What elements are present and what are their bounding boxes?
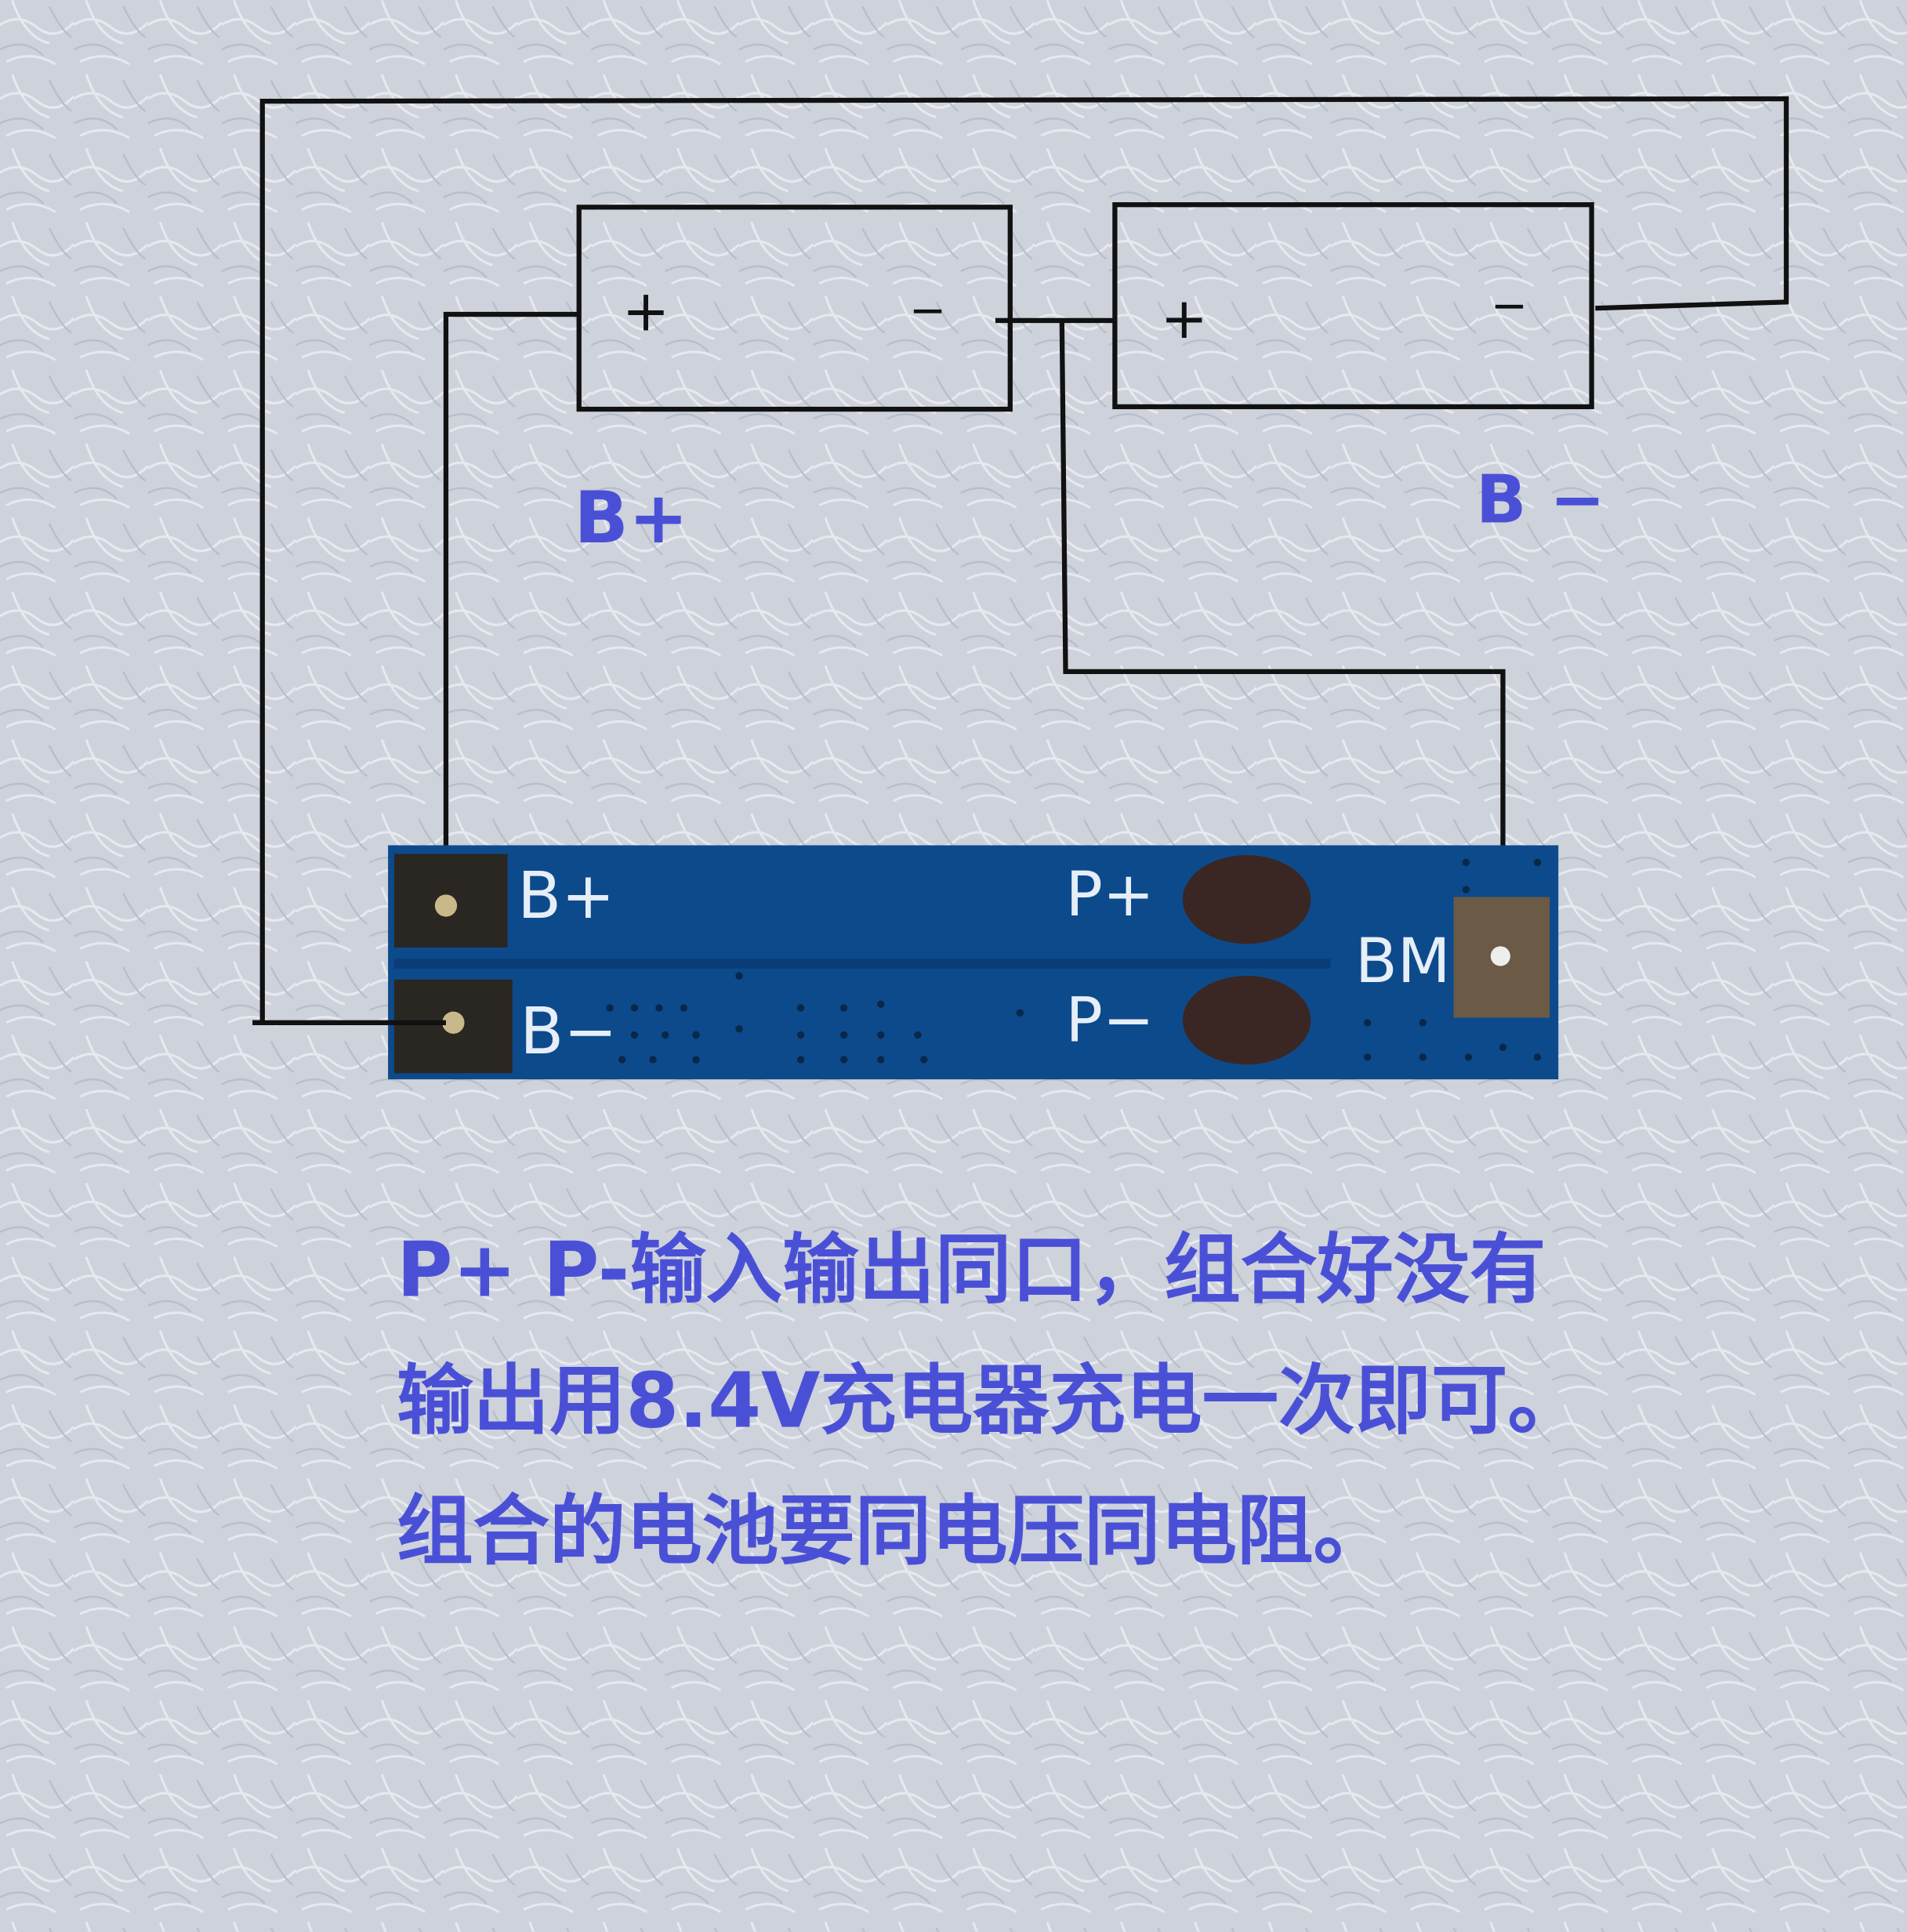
wire-b-plus (443, 311, 579, 878)
pad-p-plus (1182, 855, 1311, 944)
pcb-label-p-plus: P+ (1066, 858, 1155, 930)
pcb-label-bm: BM (1355, 925, 1451, 997)
battery-1-plus: + (622, 279, 670, 345)
battery-1-minus: − (909, 285, 946, 336)
pcb-label-p-minus: P− (1066, 984, 1155, 1056)
note-line-2: 输出用8.4V充电器充电一次即可。 (397, 1356, 1584, 1444)
bms-pcb: B+ B− P+ P− BM (388, 845, 1559, 1080)
label-b-plus: B+ (574, 477, 688, 560)
pcb-label-b-minus: B− (520, 995, 618, 1069)
battery-2 (1112, 202, 1594, 410)
note-line-3: 组合的电池要同电压同电阻。 (397, 1487, 1390, 1575)
battery-2-minus: − (1491, 280, 1528, 332)
pad-p-minus (1182, 976, 1311, 1065)
battery-1 (576, 205, 1013, 412)
pcb-label-b-plus: B+ (517, 859, 615, 933)
wire-bm (1059, 320, 1506, 962)
label-b-minus: B − (1476, 462, 1605, 539)
note-line-1: P+ P-输入输出同口，组合好没有 (397, 1226, 1546, 1314)
battery-2-plus: + (1161, 286, 1209, 352)
